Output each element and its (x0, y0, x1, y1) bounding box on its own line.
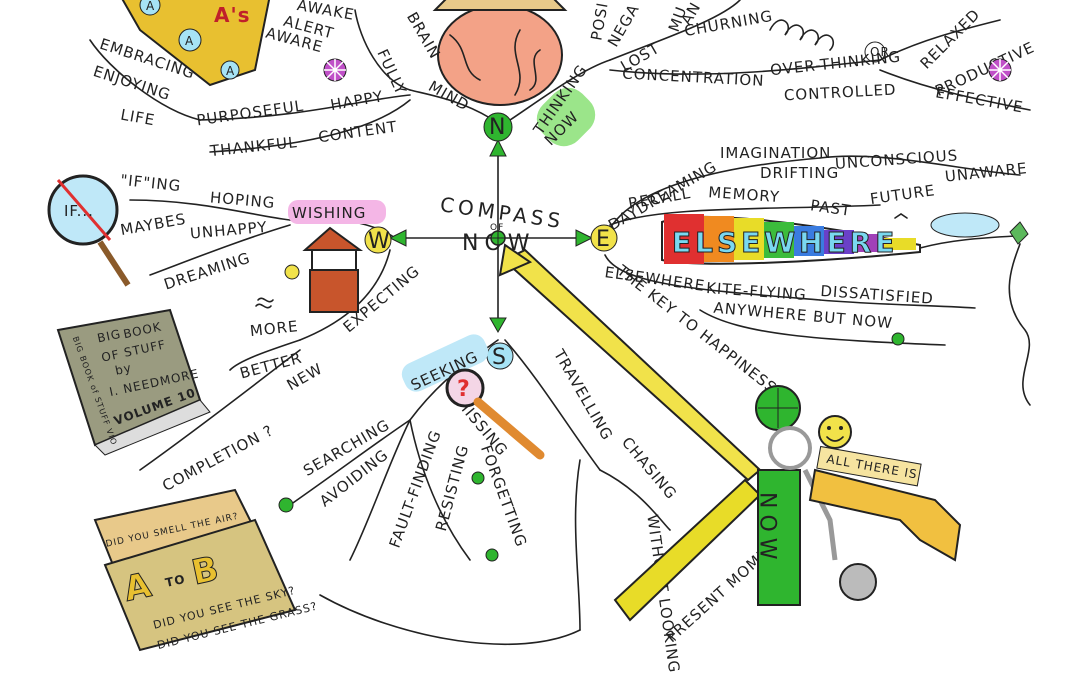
cloud-image (930, 212, 1000, 238)
north-branch: N NOW THINKING MIND BRAIN FULLY AWAKE AL… (91, 0, 1037, 160)
north-controlled: CONTROLLED (783, 81, 896, 105)
smiley-icon (818, 415, 852, 449)
north-badge (483, 112, 513, 142)
south-chasing: CHASING (618, 433, 681, 503)
west-wishing: WISHING (292, 204, 366, 222)
south-resisting: RESISTING (432, 443, 472, 533)
arrow-east-icon (575, 229, 594, 247)
book-line1: BIG (96, 327, 122, 346)
arrow-north-icon (489, 138, 507, 157)
branch-lines (89, 0, 1031, 645)
west-badge (364, 226, 392, 254)
west-letter: W (368, 229, 391, 254)
west-unhappy: UNHAPPY (189, 218, 268, 243)
east-future: FUTURE (869, 181, 937, 208)
west-more: MORE (249, 317, 299, 340)
north-content: CONTENT (317, 117, 398, 146)
south-letter: S (492, 345, 507, 370)
north-brain: BRAIN (403, 9, 444, 62)
west-maybes: MAYBES (119, 210, 188, 239)
all-there-is-tag (816, 445, 922, 487)
north-letter: N (489, 115, 506, 140)
north-effective: EFFECTIVE (934, 83, 1025, 116)
north-concentration: CONCENTRATION (622, 64, 765, 89)
arrow-west-icon (388, 229, 407, 247)
wishing-well-image (302, 226, 364, 251)
if-sign-text: IF... (64, 202, 94, 220)
hat-image (432, 0, 568, 11)
west-ifing: "IF"ING (119, 171, 182, 195)
magnifier-icon (445, 368, 485, 408)
east-past: PAST (809, 196, 852, 220)
a-to-b-card-front (103, 518, 297, 652)
smiley-coin-icon (284, 264, 300, 280)
elsewhere-banner-text: ELSEWHERE (672, 226, 898, 259)
compass-of: OF (490, 223, 504, 233)
south-forgetting: FORGETTING (477, 443, 531, 550)
west-hoping: HOPING (209, 188, 276, 212)
svg-text:?: ? (457, 377, 471, 402)
gold-key-image (808, 468, 962, 562)
book-line4: by (114, 361, 133, 378)
west-branch: W WISHING HOPING "IF"ING MAYBES UNHAPPY … (47, 171, 423, 495)
svg-text:A: A (146, 0, 155, 13)
north-happy: HAPPY (329, 87, 385, 114)
east-badge (590, 224, 618, 252)
west-completion: COMPLETION ? (159, 421, 276, 495)
now-key-shaft (757, 469, 801, 606)
east-imagination: IMAGINATION (720, 144, 831, 162)
north-relaxed: RELAXED (917, 5, 984, 72)
east-unconscious: UNCONSCIOUS (834, 146, 958, 173)
east-letter: E (596, 227, 611, 252)
north-purposeful: PURPOSEFUL (195, 97, 305, 130)
key-now: NOW (755, 492, 780, 566)
north-life: LIFE (119, 106, 156, 130)
west-dreaming: DREAMING (162, 249, 253, 294)
east-drifting: DRIFTING (760, 164, 839, 182)
east-recall: RECALL (627, 184, 693, 213)
svg-text:A: A (226, 64, 235, 78)
svg-text:A: A (185, 34, 194, 48)
south-branch: S SEEKING SEARCHING AVOIDING FAULT-FINDI… (93, 334, 683, 674)
east-branch: E DAYDREAMING IMAGINATION DRIFTING UNCON… (590, 144, 1031, 406)
north-or: OR (870, 45, 890, 59)
east-memory: MEMORY (708, 183, 781, 206)
south-travelling: TRAVELLING (550, 345, 617, 443)
north-thankful: THANKFUL (208, 133, 298, 160)
svg-text:A's: A's (214, 3, 251, 27)
fob-icon (839, 563, 877, 601)
card-to: TO (164, 572, 187, 590)
present-moment-banner (613, 478, 762, 622)
arrow-south-icon (489, 317, 507, 334)
